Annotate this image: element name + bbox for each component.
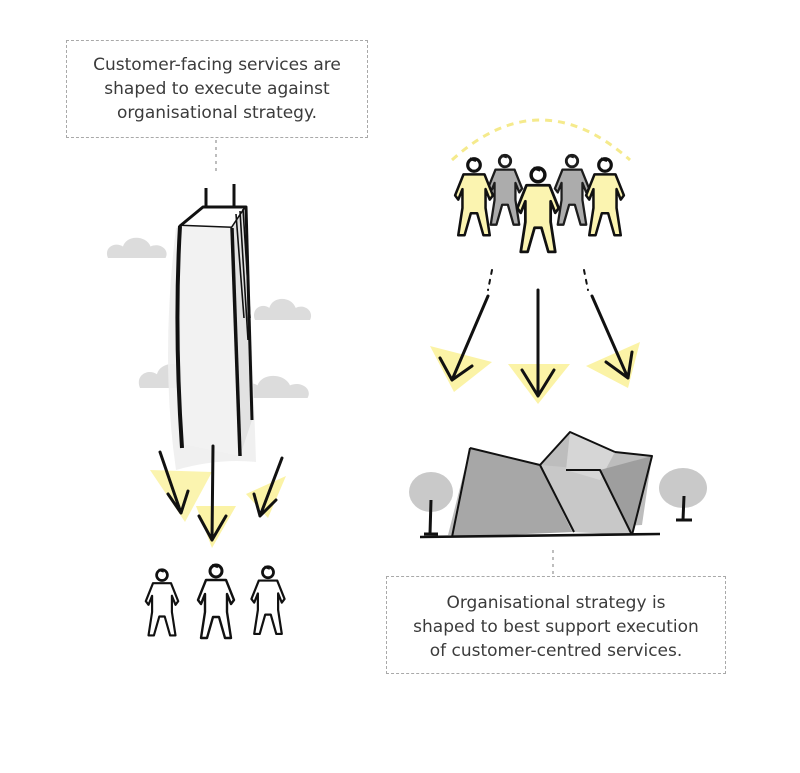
arrow-down-icon bbox=[430, 346, 492, 392]
tower-arrows bbox=[150, 444, 286, 548]
bottom-callout-line-2: shaped to best support execution bbox=[413, 617, 699, 637]
tree-icon bbox=[659, 468, 707, 522]
person-icon bbox=[553, 153, 591, 227]
customer-group bbox=[144, 563, 286, 640]
person-icon bbox=[584, 157, 626, 237]
person-icon bbox=[196, 563, 236, 640]
modern-building-icon bbox=[419, 431, 661, 539]
bottom-callout-line-1: Organisational strategy is bbox=[446, 593, 666, 613]
top-callout-line-1: Customer-facing services are bbox=[93, 55, 341, 75]
person-icon bbox=[144, 568, 180, 637]
arrow-down-icon bbox=[586, 342, 640, 388]
staff-arrows bbox=[430, 269, 640, 404]
person-icon bbox=[515, 166, 561, 254]
skyscraper-icon bbox=[168, 184, 256, 470]
person-icon bbox=[486, 153, 524, 227]
tree-icon bbox=[409, 472, 453, 536]
top-callout-line-2: shaped to execute against bbox=[104, 79, 330, 99]
staff-group bbox=[450, 118, 631, 254]
bottom-callout: Organisational strategy is shaped to bes… bbox=[386, 576, 726, 674]
bottom-callout-line-3: of customer-centred services. bbox=[429, 641, 683, 661]
person-icon bbox=[453, 157, 495, 237]
top-callout-line-3: organisational strategy. bbox=[116, 103, 318, 123]
group-halo bbox=[450, 118, 631, 162]
arrow-down-icon bbox=[150, 470, 212, 522]
person-icon bbox=[250, 565, 286, 636]
top-callout: Customer-facing services are shaped to e… bbox=[66, 40, 368, 138]
arrow-down-icon bbox=[196, 506, 236, 548]
